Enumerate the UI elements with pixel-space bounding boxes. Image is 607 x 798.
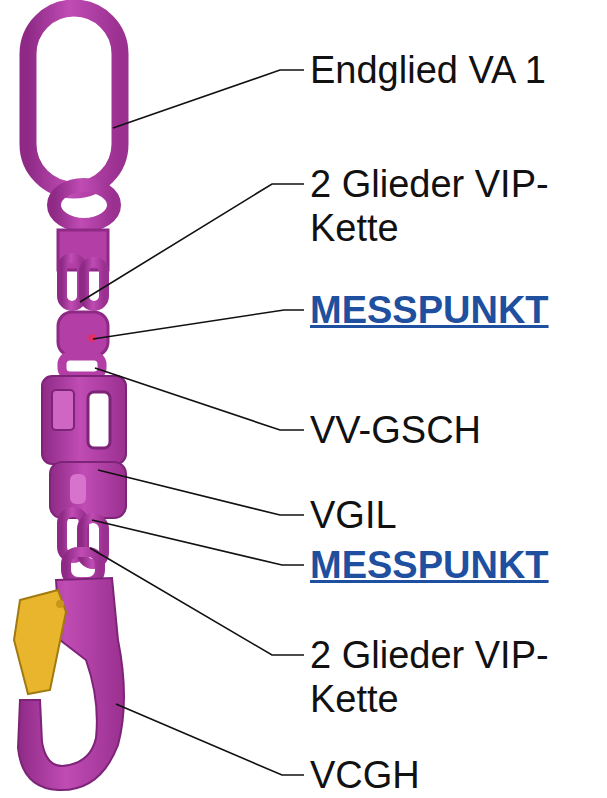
part-label: 2 Glieder VIP-Kette [310, 633, 570, 721]
leader-lines [80, 70, 304, 775]
connector-vgil [50, 462, 126, 518]
part-label: VGIL [310, 493, 397, 537]
measuring-link [58, 312, 108, 356]
upper-chain [54, 185, 114, 306]
hook-vcgh [14, 578, 124, 790]
shortener-vv-gsch [42, 356, 126, 464]
master-link [28, 8, 120, 190]
lower-chain [62, 512, 104, 582]
measuring-point-label: MESSPUNKT [310, 543, 549, 587]
part-label: VCGH [310, 753, 420, 797]
part-label: 2 Glieder VIP-Kette [310, 162, 570, 250]
part-label: Endglied VA 1 [310, 48, 546, 92]
measuring-point-label: MESSPUNKT [310, 288, 549, 332]
part-label: VV-GSCH [310, 408, 481, 452]
